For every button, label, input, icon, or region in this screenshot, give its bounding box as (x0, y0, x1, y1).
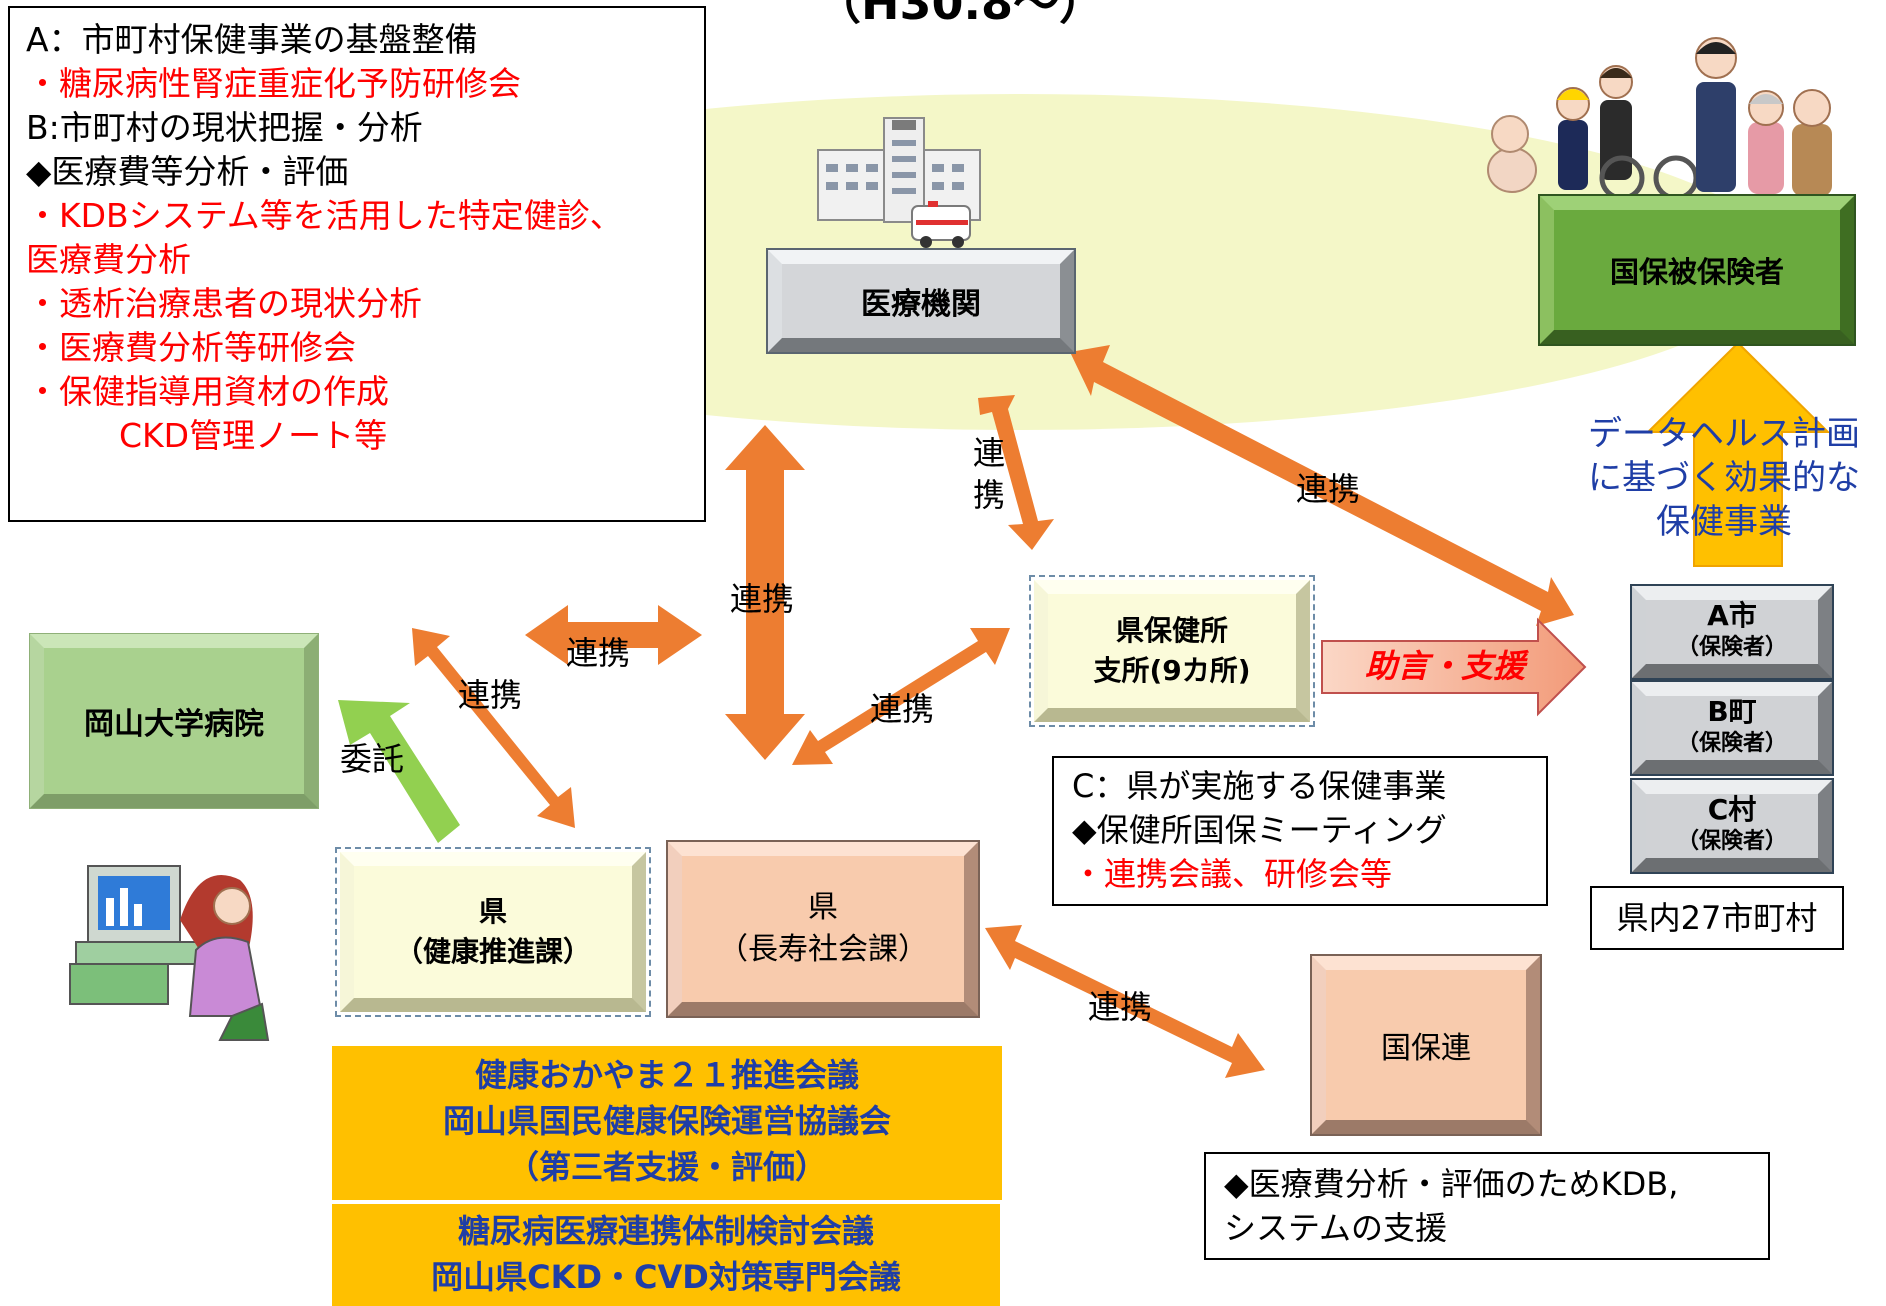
label-renkei: 連携 (566, 634, 631, 672)
municipality-b-town: B町 （保険者） (1632, 682, 1832, 774)
insurer-label: （保険者） (1676, 829, 1787, 854)
okayama-univ-hospital-label: 岡山大学病院 (84, 707, 264, 742)
meetings-box-2: 糖尿病医療連携体制検討会議 岡山県CKD・CVD対策専門会議 (332, 1204, 1000, 1306)
box-a-line: ・医療費分析等研修会 (26, 328, 356, 367)
health-promotion-division-node: 県 （健康推進課） (335, 847, 651, 1017)
box-a-line: ◆医療費等分析・評価 (26, 152, 349, 191)
b-town-label: B町 (1707, 695, 1757, 728)
box-a-line: ・糖尿病性腎症重症化予防研修会 (26, 64, 521, 103)
insured-persons-label: 国保被保険者 (1609, 255, 1784, 289)
kokuhoren-node: 国保連 (1312, 956, 1540, 1134)
label-renkei: 連携 (1296, 470, 1361, 508)
arrow-iryo-hokenjo (978, 395, 1054, 550)
hospital-icon (817, 117, 981, 223)
box-a-line: B:市町村の現状把握・分析 (26, 108, 423, 147)
arrow-data-health (1645, 341, 1831, 567)
arrow-itaku (338, 700, 460, 843)
medical-institution-label: 医療機関 (861, 287, 981, 322)
advice-support-label: 助言・支援 (1364, 647, 1525, 685)
arrow-univ-kenko (412, 628, 575, 828)
municipal-support-box: A：市町村保健事業の基盤整備 ・糖尿病性腎症重症化予防研修会 B:市町村の現状把… (8, 6, 706, 522)
a-city-label: A市 (1707, 599, 1757, 632)
meeting-line: 岡山県国民健康保険運営協議会 (442, 1102, 891, 1140)
box-c-line: ・連携会議、研修会等 (1072, 855, 1393, 893)
office-worker-icon (69, 865, 270, 1041)
insurer-label: （保険者） (1676, 635, 1787, 660)
box-a-line: ・保健指導用資材の作成 (26, 372, 389, 411)
box-a-line: A：市町村保健事業の基盤整備 (26, 20, 478, 59)
ambulance-icon (911, 201, 971, 248)
prefecture-label: 県 (808, 890, 838, 925)
label-renkei: 連携 (1088, 988, 1153, 1026)
label-renkei: 連携 (458, 676, 523, 714)
data-health-line: に基づく効果的な (1588, 458, 1860, 498)
data-health-line: 保健事業 (1656, 502, 1792, 542)
meeting-line: （第三者支援・評価） (506, 1148, 827, 1186)
meeting-line: 岡山県CKD・CVD対策専門会議 (431, 1258, 901, 1296)
data-health-plan-text: データヘルス計画 に基づく効果的な 保健事業 (1564, 412, 1884, 544)
arrow-center-vertical (725, 425, 805, 760)
box-c-line: ◆保健所国保ミーティング (1072, 811, 1447, 849)
label-renkei: 連携 (730, 580, 795, 618)
arrow-jogen (1321, 617, 1587, 717)
longevity-society-label: （長寿社会課） (718, 932, 928, 967)
label-itaku: 委託 (340, 740, 405, 778)
box-a-line: ・透析治療患者の現状分析 (26, 284, 422, 323)
health-promotion-label: （健康推進課） (394, 935, 591, 968)
box-a-line: ・KDBシステム等を活用した特定健診、 (26, 196, 623, 235)
label-renkei: 連携 (870, 690, 935, 728)
meeting-line: 糖尿病医療連携体制検討会議 (457, 1212, 874, 1250)
box-a-line: CKD管理ノート等 (86, 416, 388, 455)
insurer-label: （保険者） (1676, 731, 1787, 756)
data-health-line: データヘルス計画 (1588, 414, 1860, 454)
meetings-box-1: 健康おかやま２１推進会議 岡山県国民健康保険運営協議会 （第三者支援・評価） (332, 1046, 1002, 1200)
arrow-hokenjo-center (792, 628, 1010, 765)
health-center-label: 県保健所 (1115, 614, 1228, 647)
meeting-line: 健康おかやま２１推進会議 (474, 1056, 859, 1094)
kokuhoren-label: 国保連 (1381, 1031, 1471, 1066)
arrow-iryo-kokuho (1070, 345, 1574, 626)
prefecture-programs-box: C：県が実施する保健事業 ◆保健所国保ミーティング ・連携会議、研修会等 (1052, 756, 1548, 906)
okayama-univ-hospital-node: 岡山大学病院 (30, 634, 318, 808)
box-a-line: 医療費分析 (26, 240, 191, 279)
municipalities-count-box: 県内27市町村 (1590, 886, 1844, 950)
arrow-choju-kokuhoren (985, 925, 1265, 1078)
health-center-sublabel: 支所(9カ所) (1093, 654, 1251, 687)
municipality-c-village: C村 （保険者） (1632, 780, 1832, 872)
box-c-line: C：県が実施する保健事業 (1072, 767, 1447, 805)
label-renkei-vertical-2: 携 (973, 476, 1006, 514)
kdb-line: システムの支援 (1224, 1209, 1448, 1247)
kdb-line: ◆医療費分析・評価のためKDB, (1224, 1165, 1679, 1203)
c-village-label: C村 (1707, 793, 1757, 826)
prefecture-label: 県 (478, 895, 507, 928)
longevity-society-division-node: 県 （長寿社会課） (668, 842, 978, 1016)
kdb-support-box: ◆医療費分析・評価のためKDB, システムの支援 (1204, 1152, 1770, 1260)
medical-institution-node: 医療機関 (768, 250, 1074, 352)
insured-persons-node: 国保被保険者 (1540, 196, 1854, 344)
health-center-node: 県保健所 支所(9カ所) (1029, 575, 1315, 727)
municipality-a-city: A市 （保険者） (1632, 586, 1832, 678)
family-icon (1487, 37, 1832, 201)
page-title: （H30.8〜） (815, 0, 1105, 30)
label-renkei-vertical-1: 連 (973, 434, 1006, 472)
municipalities-count-label: 県内27市町村 (1616, 899, 1818, 937)
arrow-chain-horizontal (525, 605, 702, 665)
